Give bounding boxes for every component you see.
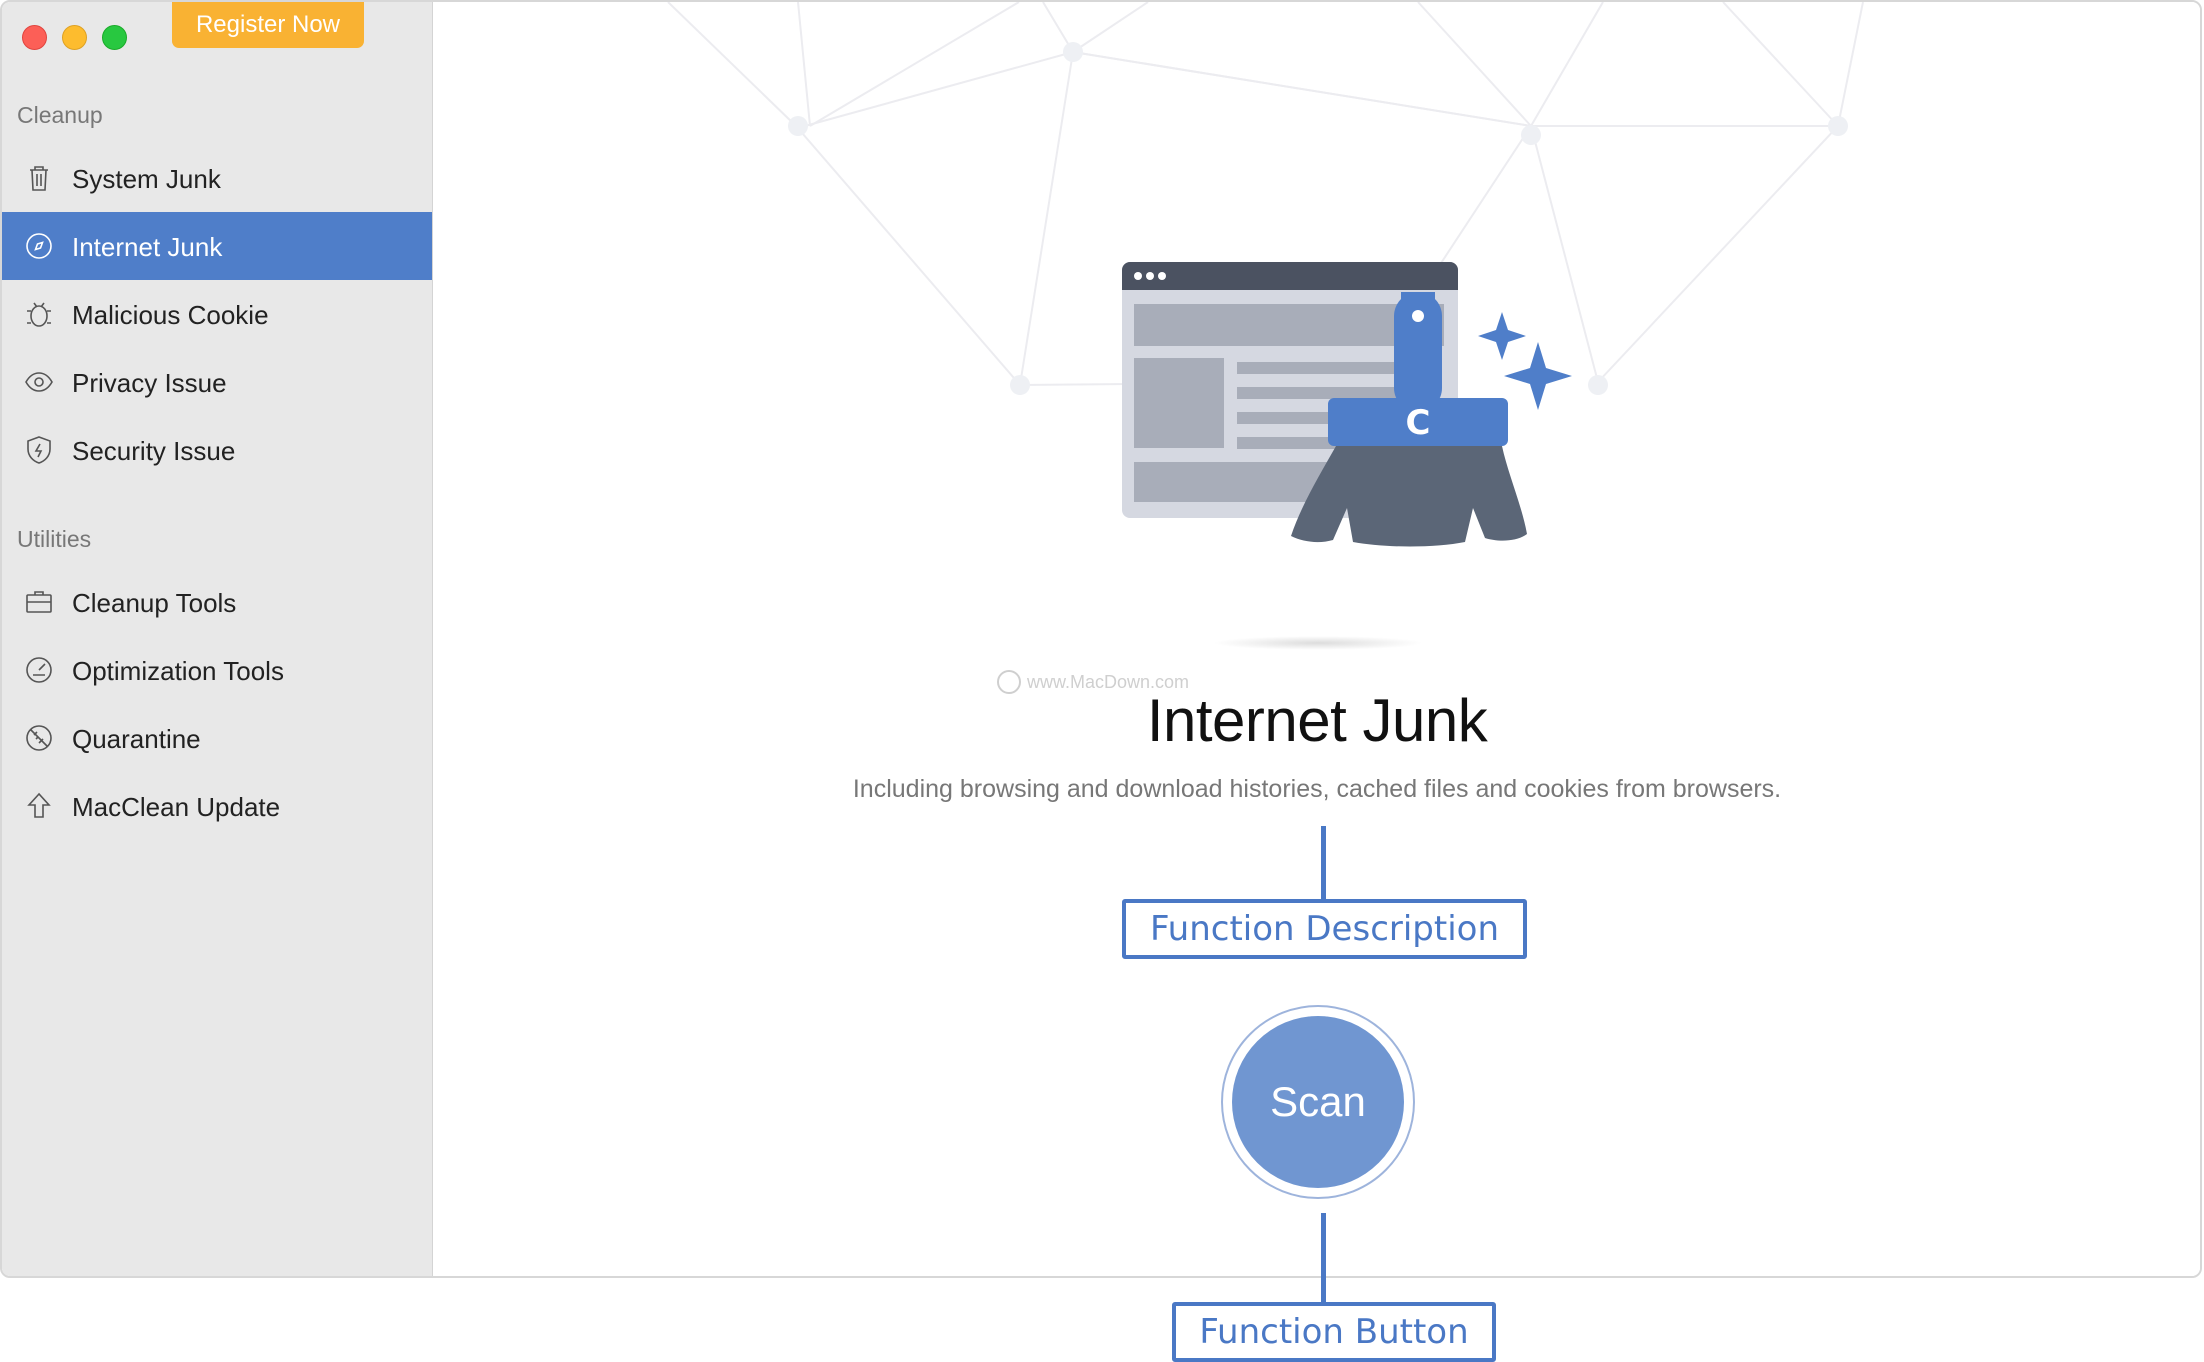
minimize-window-button[interactable]	[62, 25, 87, 50]
sidebar-item-internet-junk[interactable]: Internet Junk	[2, 212, 432, 280]
watermark-logo-icon	[997, 670, 1021, 694]
watermark-text: www.MacDown.com	[1027, 671, 1190, 692]
sidebar-item-optimization-tools[interactable]: Optimization Tools	[2, 636, 432, 704]
eye-icon	[25, 372, 53, 392]
register-now-button[interactable]: Register Now	[172, 2, 364, 48]
watermark: www.MacDown.com	[997, 670, 1189, 694]
section-title-utilities: Utilities	[17, 526, 92, 552]
sidebar-item-quarantine[interactable]: Quarantine	[2, 704, 432, 772]
bug-icon	[27, 302, 51, 327]
sidebar-item-label: System Junk	[72, 164, 221, 194]
sidebar-item-cleanup-tools[interactable]: Cleanup Tools	[2, 568, 432, 636]
sidebar-item-label: Cleanup Tools	[72, 588, 237, 618]
function-button-callout: Function Button	[1172, 1302, 1496, 1362]
function-description-callout: Function Description	[1122, 899, 1527, 959]
upload-arrow-icon	[27, 792, 51, 818]
sidebar-item-label: Internet Junk	[72, 232, 223, 262]
background-network-decoration	[667, 2, 1864, 395]
sidebar-item-label: Security Issue	[72, 436, 236, 466]
button-callout-line	[1321, 1213, 1326, 1303]
sidebar-item-label: MacClean Update	[72, 792, 281, 822]
sidebar-item-macclean-update[interactable]: MacClean Update	[2, 772, 432, 840]
sidebar-item-label: Malicious Cookie	[72, 300, 269, 330]
feature-description: Including browsing and download historie…	[852, 775, 1782, 803]
trash-icon	[30, 166, 48, 191]
illustration-shadow	[1213, 636, 1423, 650]
section-title-cleanup: Cleanup	[17, 102, 103, 128]
gauge-icon	[26, 657, 52, 683]
scan-button[interactable]: Scan	[1232, 1016, 1404, 1188]
app-window: Register Now Cleanup System Junk Interne…	[0, 0, 2202, 1278]
toolbox-icon	[26, 591, 52, 613]
sidebar-item-label: Quarantine	[72, 724, 201, 754]
close-window-button[interactable]	[22, 25, 47, 50]
sidebar: Register Now Cleanup System Junk Interne…	[2, 2, 433, 1276]
sidebar-item-malicious-cookie[interactable]: Malicious Cookie	[2, 280, 432, 348]
sidebar-item-system-junk[interactable]: System Junk	[2, 144, 432, 212]
shield-icon	[27, 436, 51, 464]
sidebar-item-privacy-issue[interactable]: Privacy Issue	[2, 348, 432, 416]
broom-letter: C	[1406, 403, 1431, 443]
sidebar-item-security-issue[interactable]: Security Issue	[2, 416, 432, 484]
sidebar-item-label: Privacy Issue	[72, 368, 227, 398]
compass-icon	[26, 233, 52, 259]
feature-title: Internet Junk	[1146, 687, 1488, 754]
quarantine-icon	[26, 725, 52, 751]
browser-broom-icon: C	[1122, 262, 1572, 547]
zoom-window-button[interactable]	[102, 25, 127, 50]
sidebar-item-label: Optimization Tools	[72, 656, 284, 686]
description-callout-line	[1321, 826, 1326, 900]
